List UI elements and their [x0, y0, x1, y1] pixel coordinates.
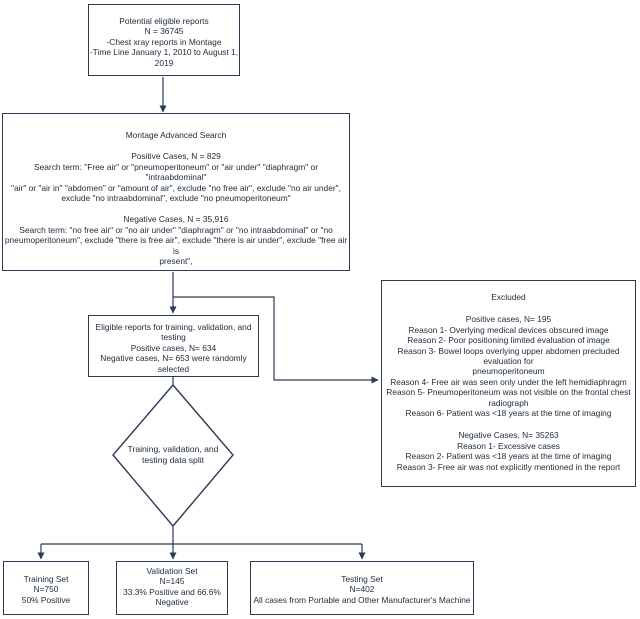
eligible-line5: selected	[157, 363, 190, 374]
eligible-line1: Eligible reports for training, validatio…	[95, 322, 252, 332]
validation-set-box: Validation Set N=145 33.3% Positive and …	[116, 561, 228, 615]
eligible-line3: Positive cases, N= 634	[130, 342, 217, 353]
excluded-neg-reason3: Reason 3- Free air was not explicitly me…	[396, 461, 621, 472]
potential-count: N = 36745	[144, 26, 184, 37]
excluded-neg-reason2: Reason 2- Patient was <18 years at the t…	[405, 451, 612, 462]
search-negative-line1: Search term: "no free air" or "no air un…	[19, 224, 333, 235]
eligible-line2: testing	[161, 332, 186, 343]
training-detail: 50% Positive	[21, 594, 71, 605]
testing-detail: All cases from Portable and Other Manufa…	[253, 594, 471, 605]
testing-title: Testing Set	[341, 574, 383, 584]
testing-set-box: Testing Set N=402 All cases from Portabl…	[250, 561, 474, 615]
search-negative-line3: present",	[159, 256, 193, 267]
eligible-box: Eligible reports for training, validatio…	[88, 315, 259, 377]
search-positive-line1: Search term: "Free air" or "pneumoperito…	[34, 161, 318, 183]
eligible-line4: Negative cases, N= 653 were randomly	[100, 353, 247, 364]
excluded-neg-reason1: Reason 1- Excessive cases	[457, 440, 560, 451]
split-line1: Training, validation, and	[127, 444, 219, 454]
search-positive-heading: Positive Cases, N = 829	[131, 151, 221, 162]
search-title: Montage Advanced Search	[125, 130, 227, 140]
excluded-negative-heading: Negative Cases, N= 35263	[458, 430, 559, 441]
split-diamond	[112, 383, 234, 528]
split-label: Training, validation, and testing data s…	[113, 444, 233, 466]
excluded-pos-reason3a: Reason 3- Bowel loops overlying upper ab…	[397, 345, 620, 367]
potential-line1: -Chest xray reports in Montage	[106, 36, 222, 47]
search-positive-line2: "air" or "air in" "abdomen" or "amount o…	[11, 182, 341, 193]
search-box: Montage Advanced Search Positive Cases, …	[2, 113, 350, 271]
potential-title: Potential eligible reports	[119, 16, 209, 26]
validation-detail1: 33.3% Positive and 66.6%	[123, 586, 221, 597]
arrow-search-to-excluded	[173, 296, 379, 384]
search-positive-line3: exclude "no intraabdominal", exclude "no…	[61, 193, 291, 204]
potential-reports-box: Potential eligible reports N = 36745 -Ch…	[88, 4, 240, 76]
excluded-pos-reason1: Reason 1- Overlying medical devices obsc…	[408, 324, 609, 335]
excluded-pos-reason2: Reason 2- Poor positioning limited evalu…	[407, 335, 610, 346]
excluded-pos-reason3b: pneumoperitoneum	[472, 366, 545, 377]
validation-detail2: Negative	[155, 597, 189, 608]
search-negative-line2: pneumoperitoneum", exclude "there is fre…	[4, 235, 348, 256]
training-title: Training Set	[23, 574, 69, 584]
excluded-positive-heading: Positive cases, N= 195	[465, 314, 552, 325]
validation-count: N=145	[159, 576, 185, 587]
search-negative-heading: Negative Cases, N = 35,916	[123, 214, 229, 225]
excluded-pos-reason6: Reason 6- Patient was <18 years at the t…	[405, 408, 612, 419]
excluded-pos-reason4: Reason 4- Free air was seen only under t…	[390, 376, 627, 387]
testing-count: N=402	[349, 584, 375, 595]
training-set-box: Training Set N=750 50% Positive	[3, 561, 89, 615]
excluded-pos-reason5b: radiograph	[488, 397, 529, 408]
excluded-pos-reason5a: Reason 5- Pneumoperitoneum was not visib…	[386, 387, 631, 398]
training-count: N=750	[33, 584, 59, 595]
potential-line2: -Time Line January 1, 2010 to August 1, …	[89, 47, 239, 68]
excluded-title: Excluded	[491, 292, 526, 302]
split-line2: testing data split	[141, 455, 205, 465]
validation-title: Validation Set	[146, 566, 198, 576]
excluded-box: Excluded Positive cases, N= 195 Reason 1…	[381, 280, 636, 487]
